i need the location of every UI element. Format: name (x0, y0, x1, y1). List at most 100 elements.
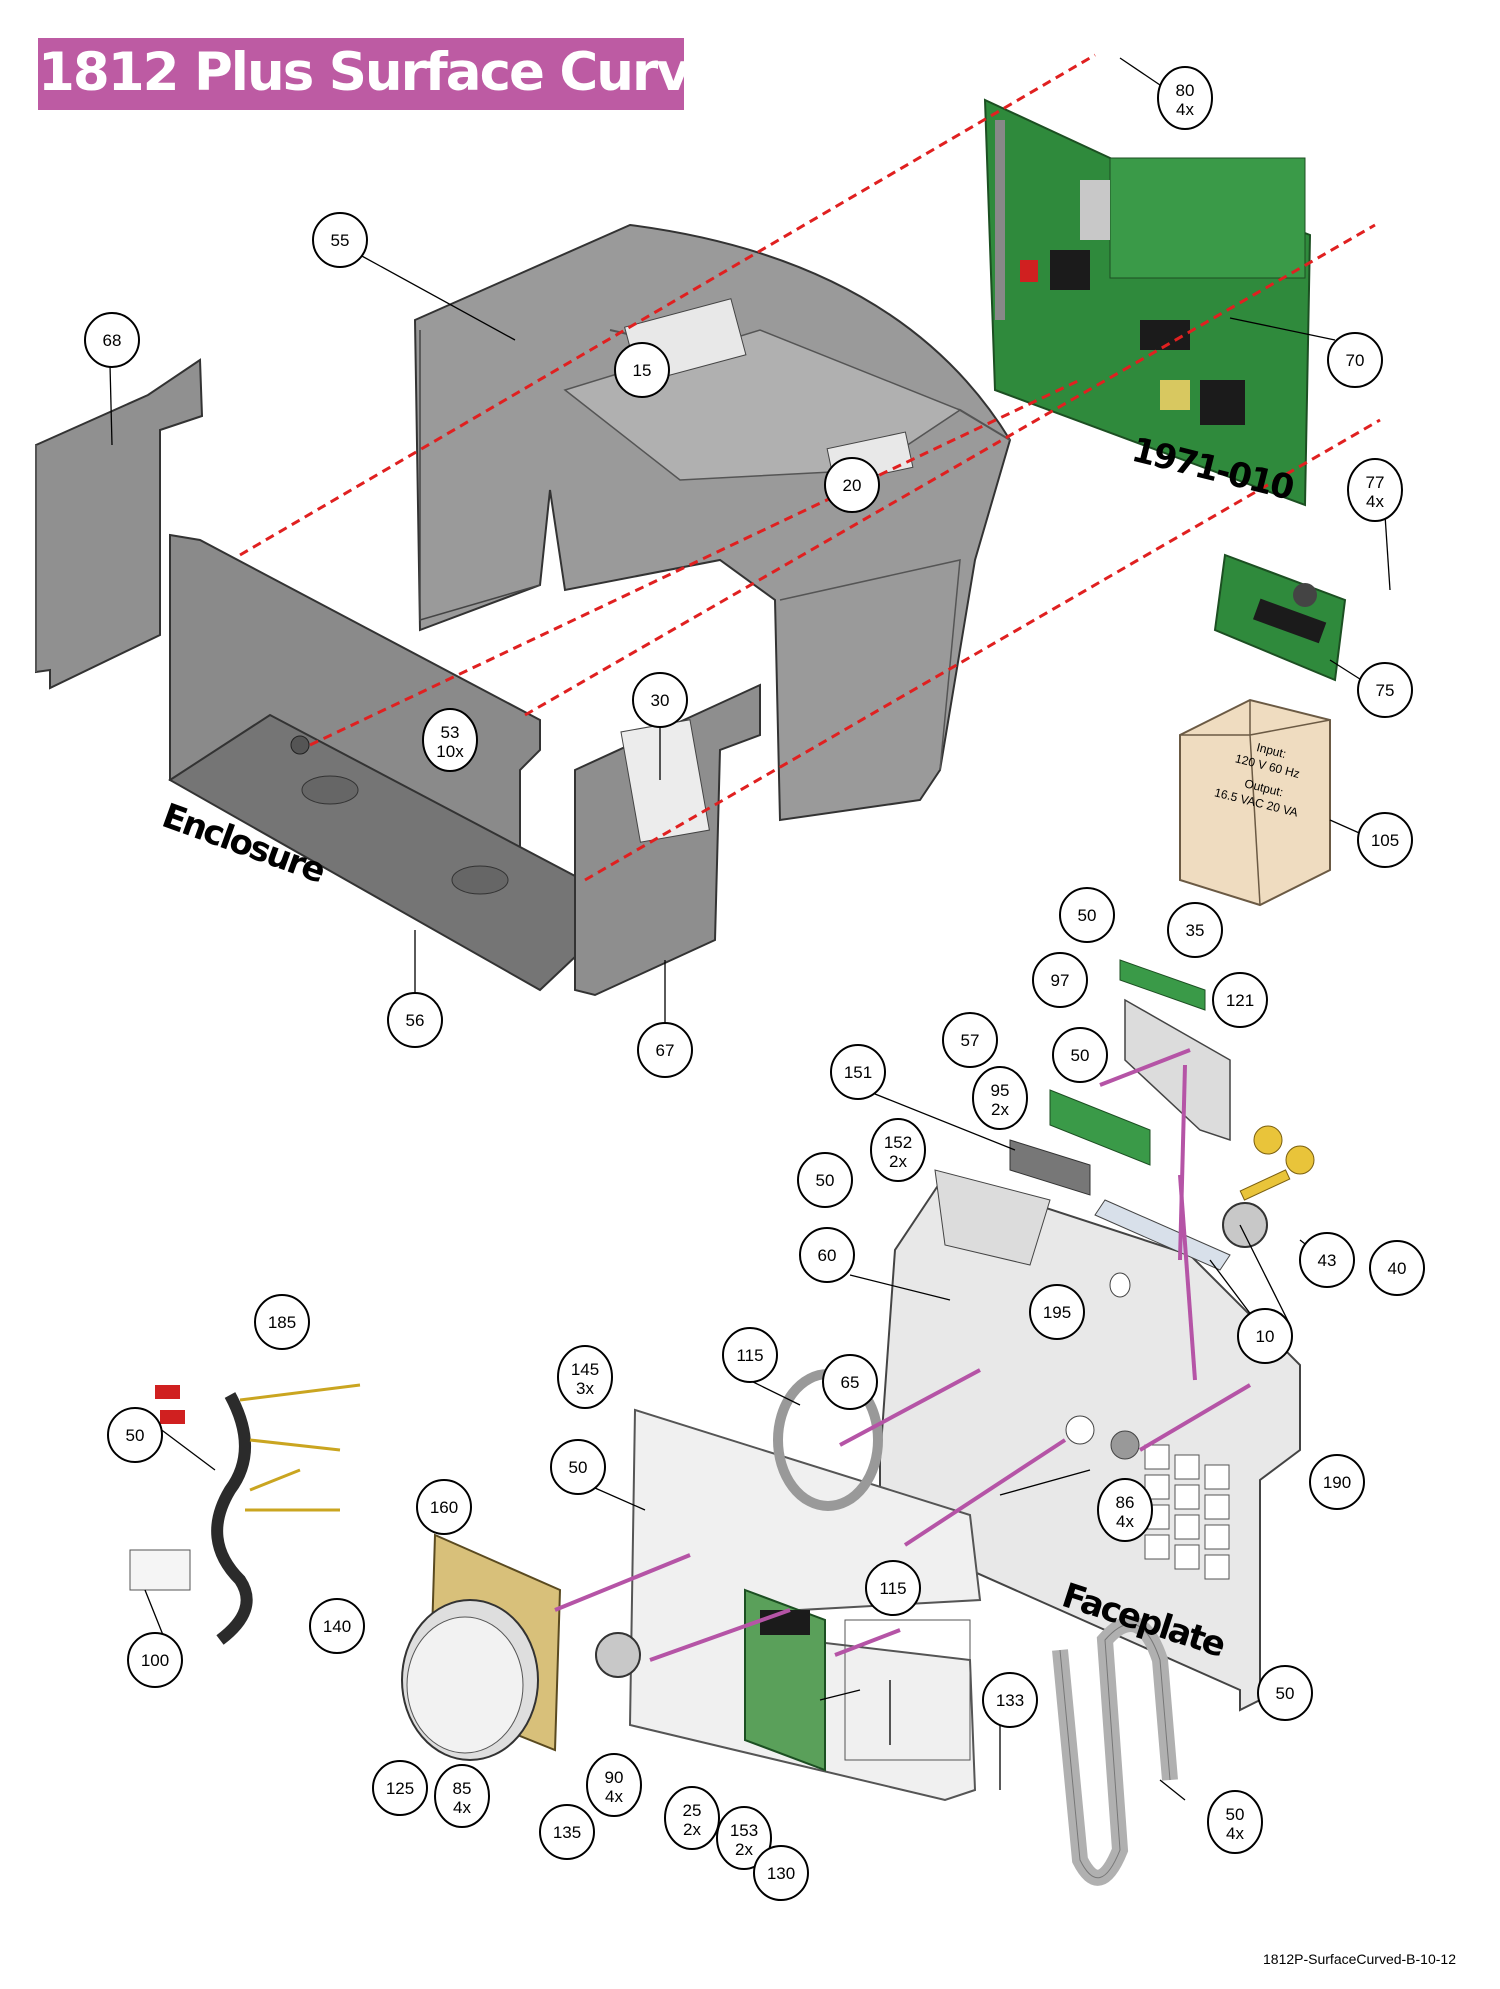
callout-number: 121 (1226, 991, 1254, 1010)
callout-circle (1357, 812, 1413, 868)
callout-bubble: 20 (824, 457, 880, 513)
callout-circle (716, 1806, 772, 1870)
callout-number: 50 (569, 1458, 588, 1477)
callout-number: 95 (991, 1081, 1010, 1100)
callout-number: 105 (1371, 831, 1399, 850)
callout-bubble: 100 (127, 1632, 183, 1688)
callout-circle (799, 1227, 855, 1283)
callout-quantity: 4x (1176, 100, 1194, 119)
callout-bubble: 65 (822, 1354, 878, 1410)
callout-circle (539, 1804, 595, 1860)
callout-bubble: 125 (372, 1760, 428, 1816)
part-57-board (1049, 1089, 1151, 1166)
callout-circle (1369, 1240, 1425, 1296)
part-130-keypad-board (744, 1588, 826, 1772)
part-43-lock (1222, 1202, 1268, 1248)
callout-circle (127, 1632, 183, 1688)
callout-bubble: 50 (1059, 887, 1115, 943)
callout-circle (942, 1012, 998, 1068)
callout-bubble: 115 (722, 1327, 778, 1383)
callout-number: 35 (1186, 921, 1205, 940)
part-67-side-bracket (574, 683, 761, 997)
callout-circle (637, 1022, 693, 1078)
callout-circle (722, 1327, 778, 1383)
callout-circle (870, 1118, 926, 1182)
callout-bubble: 140 (309, 1598, 365, 1654)
callout-quantity: 4x (605, 1787, 623, 1806)
callout-layer: 804x5568152070774x75305310x1055667503597… (84, 66, 1425, 1901)
callout-bubble: 185 (254, 1294, 310, 1350)
assembly-arrows (554, 1048, 1252, 1662)
callout-bubble: 50 (550, 1439, 606, 1495)
part-121-bracket (1124, 998, 1231, 1142)
part-60-faceplate (879, 1169, 1301, 1712)
part-190-washer (1110, 1430, 1140, 1460)
callout-number: 115 (879, 1579, 906, 1598)
callout-bubble: 195 (1029, 1284, 1085, 1340)
callout-circle (387, 992, 443, 1048)
callout-bubble: 75 (1357, 662, 1413, 718)
callout-bubble: 50 (797, 1152, 853, 1208)
part-40-keys (1239, 1125, 1315, 1201)
part-151-gasket (1009, 1139, 1091, 1196)
callout-bubble: 35 (1167, 902, 1223, 958)
callout-circle (312, 212, 368, 268)
callout-bubble: 40 (1369, 1240, 1425, 1296)
callout-bubble: 67 (637, 1022, 693, 1078)
callout-number: 85 (453, 1779, 472, 1798)
callout-bubble: 130 (753, 1845, 809, 1901)
part-68-side-panel (35, 358, 204, 690)
callout-circle (1032, 952, 1088, 1008)
part-105-transformer (1179, 698, 1331, 907)
callout-number: 25 (683, 1801, 702, 1820)
part-145-wire-harness (129, 1383, 361, 1645)
callout-number: 50 (1226, 1805, 1245, 1824)
callout-circle (753, 1845, 809, 1901)
callout-bubble: 50 (107, 1407, 163, 1463)
callout-circle (1347, 458, 1403, 522)
callout-number: 185 (268, 1313, 296, 1332)
callout-number: 145 (571, 1360, 599, 1379)
part-10-plate (1094, 1199, 1231, 1271)
callout-number: 60 (818, 1246, 837, 1265)
callout-bubble: 50 (1052, 1027, 1108, 1083)
alignment-dashed-lines (239, 53, 1381, 882)
callout-number: 56 (406, 1011, 425, 1030)
callout-bubble: 10 (1237, 1308, 1293, 1364)
callout-quantity: 2x (889, 1152, 907, 1171)
callout-circle (1309, 1454, 1365, 1510)
callout-circle (1157, 66, 1213, 130)
callout-bubble: 50 (1257, 1665, 1313, 1721)
callout-number: 153 (730, 1821, 758, 1840)
callout-circle (982, 1672, 1038, 1728)
callout-circle (254, 1294, 310, 1350)
callout-circle (614, 342, 670, 398)
callout-circle (1299, 1232, 1355, 1288)
callout-circle (1029, 1284, 1085, 1340)
callout-number: 43 (1318, 1251, 1337, 1270)
callout-bubble: 133 (982, 1672, 1038, 1728)
callout-circle (1207, 1790, 1263, 1854)
callout-number: 50 (1071, 1046, 1090, 1065)
callout-number: 40 (1388, 1259, 1407, 1278)
part-135-connector (595, 1632, 641, 1678)
callout-number: 53 (441, 723, 460, 742)
callout-number: 57 (961, 1031, 980, 1050)
callout-number: 135 (553, 1823, 581, 1842)
callout-bubble: 115 (865, 1560, 921, 1616)
callout-number: 55 (331, 231, 350, 250)
callout-number: 50 (1276, 1684, 1295, 1703)
part-65-speaker-plate (628, 1408, 982, 1802)
callout-bubble: 43 (1299, 1232, 1355, 1288)
callout-quantity: 2x (735, 1840, 753, 1859)
callout-bubble: 190 (1309, 1454, 1365, 1510)
callout-quantity: 4x (1226, 1824, 1244, 1843)
